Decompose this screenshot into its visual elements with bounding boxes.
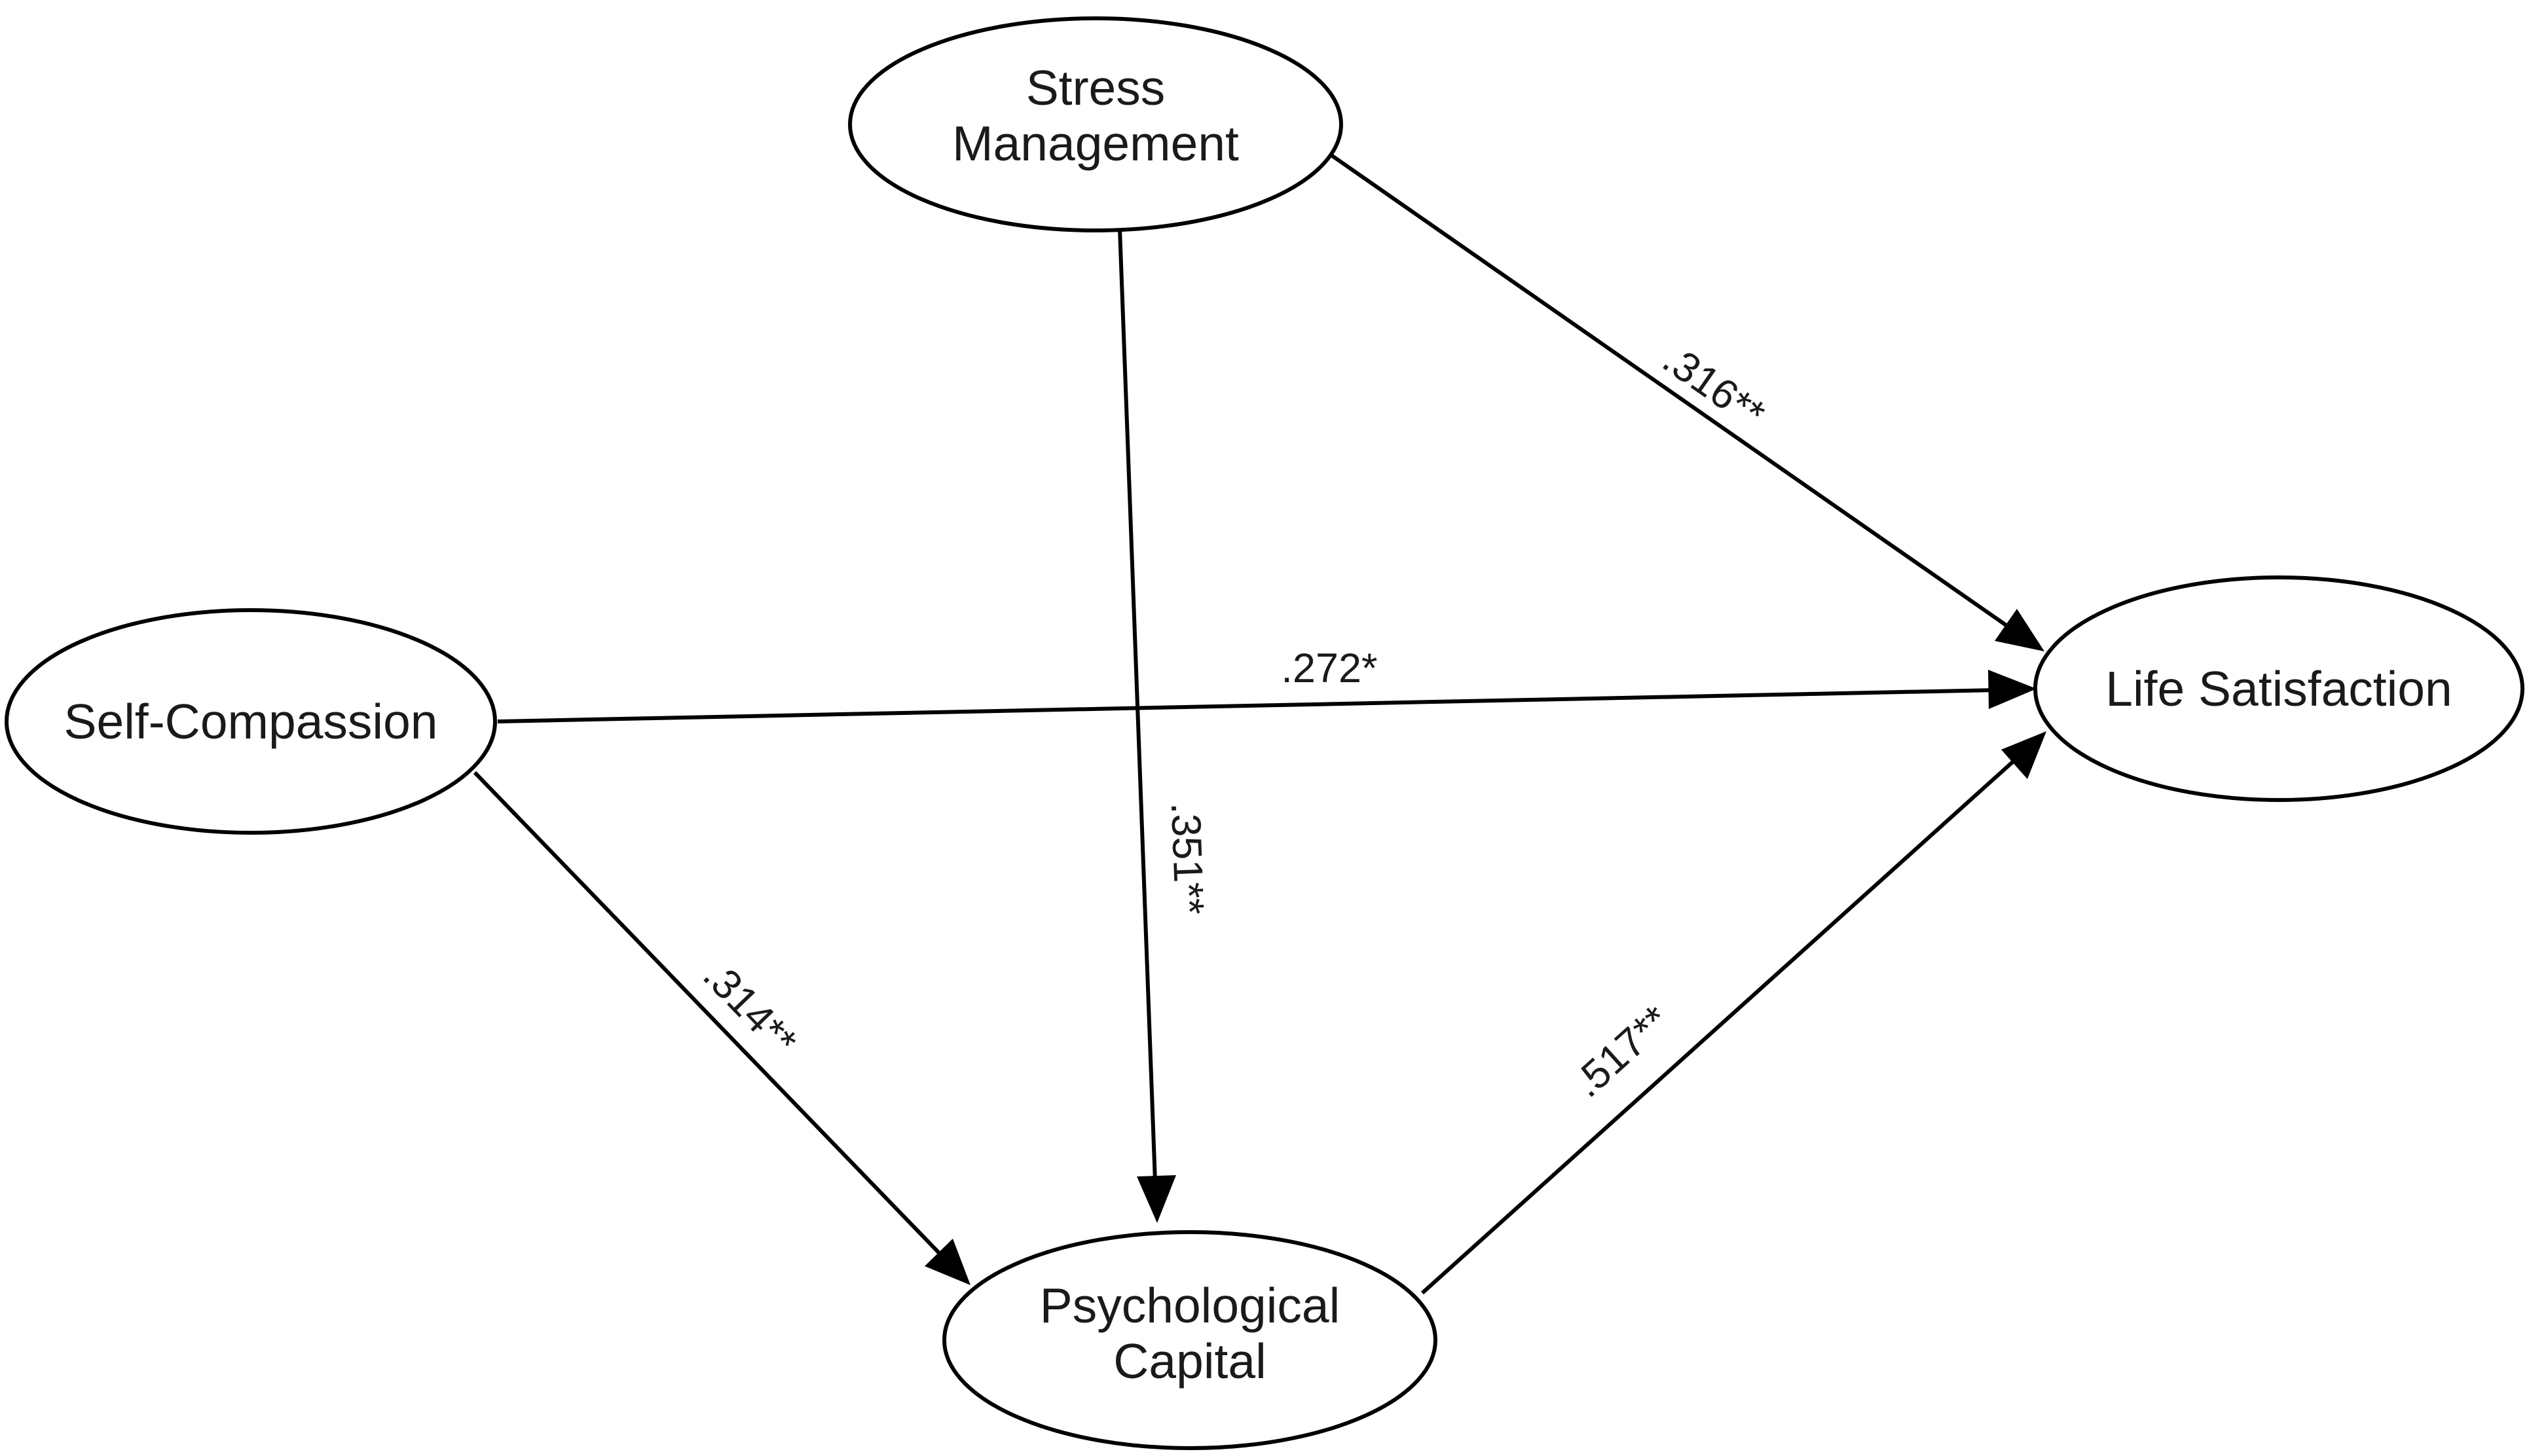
edge-self-to-psycap-arrowhead [925, 1239, 970, 1285]
node-psychological-capital-label-line2: Capital [1113, 1334, 1266, 1389]
node-stress-management: Stress Management [848, 16, 1343, 232]
edge-label-stress-to-psycap: .351** [1162, 801, 1212, 915]
edge-psycap-to-life-line [1420, 756, 2019, 1295]
edge-labels: .316** .272* .351** .314** .517** [694, 336, 1773, 1106]
edge-label-psycap-to-life: .517** [1564, 997, 1678, 1106]
edge-label-self-to-psycap: .314** [694, 952, 805, 1065]
edges [473, 152, 2046, 1295]
node-psychological-capital-label-line1: Psychological [1040, 1278, 1340, 1333]
edge-label-self-to-life: .272* [1281, 646, 1377, 691]
node-psychological-capital-ellipse [942, 1230, 1437, 1450]
edge-psycap-to-life-arrowhead [2001, 731, 2046, 779]
node-life-satisfaction: Life Satisfaction [2033, 575, 2524, 802]
node-stress-management-label-line1: Stress [1026, 60, 1166, 115]
edge-self-to-life-arrowhead [1988, 670, 2037, 709]
node-self-compassion-ellipse [5, 608, 497, 835]
edge-stress-to-life-line [1328, 152, 2015, 632]
edge-self-to-psycap-line [473, 771, 945, 1259]
node-stress-management-label-line2: Management [952, 116, 1239, 171]
edge-self-to-life-line [497, 688, 1998, 723]
node-psychological-capital: Psychological Capital [942, 1230, 1437, 1450]
edge-stress-to-psycap-arrowhead [1137, 1175, 1176, 1223]
node-life-satisfaction-ellipse [2033, 575, 2524, 802]
node-life-satisfaction-label: Life Satisfaction [2105, 661, 2452, 716]
edge-stress-to-psycap-line [1118, 228, 1157, 1182]
node-self-compassion-label: Self-Compassion [64, 694, 437, 749]
node-stress-management-ellipse [848, 16, 1343, 232]
edge-stress-to-life-arrowhead [1995, 609, 2044, 651]
node-self-compassion: Self-Compassion [5, 608, 497, 835]
